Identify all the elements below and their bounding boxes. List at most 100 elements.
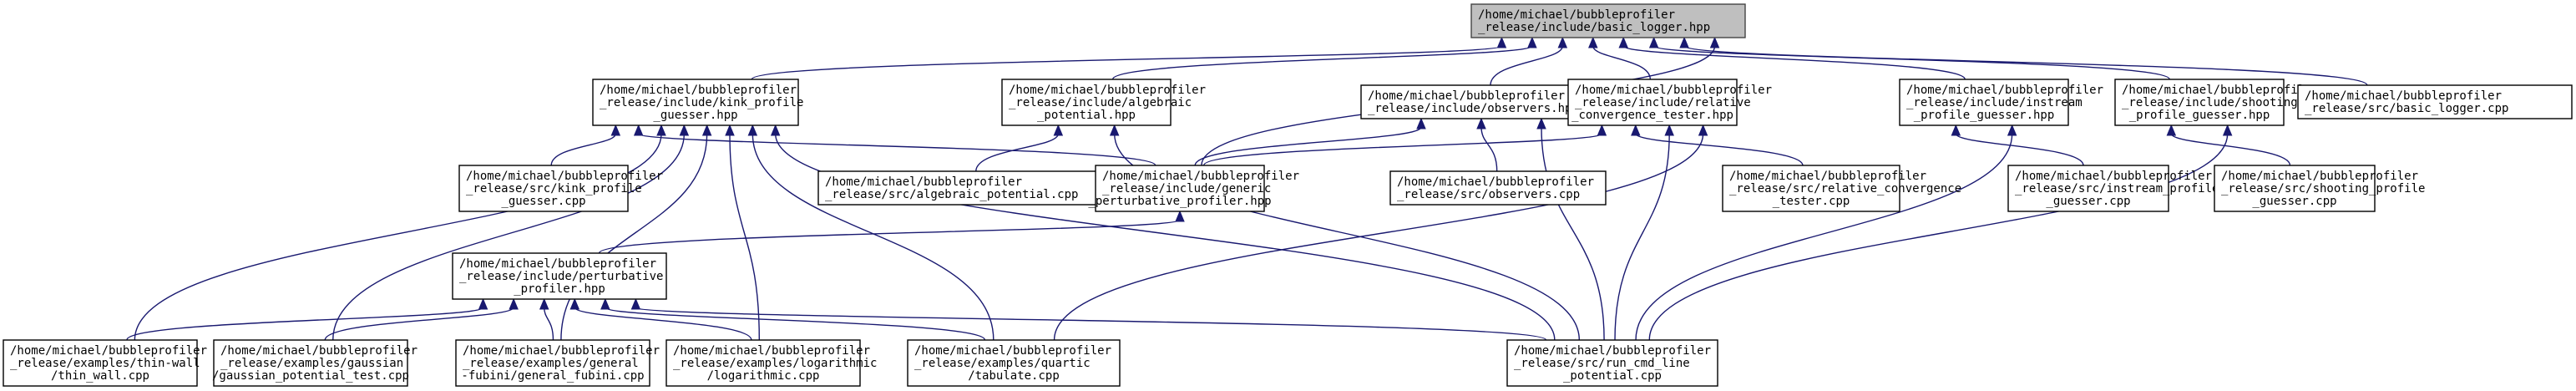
node-label-line: _release/include/instream	[1906, 96, 2083, 109]
edge-line	[1592, 45, 1652, 80]
node-label-line: _profiler.hpp	[514, 282, 605, 296]
edge-line	[1053, 133, 1704, 341]
node-label-line: /home/michael/bubbleprofiler	[463, 344, 660, 358]
graph-node-perturbative-hpp[interactable]: /home/michael/bubbleprofiler_release/inc…	[452, 252, 667, 300]
arrowhead-icon	[1175, 210, 1185, 222]
arrowhead-icon	[1631, 124, 1641, 136]
node-label-line: _release/include/perturbative	[459, 270, 663, 283]
graph-node-relconv-cpp[interactable]: /home/michael/bubbleprofiler_release/src…	[1722, 165, 1961, 212]
arrowhead-icon	[600, 297, 610, 310]
node-label-line: /thin_wall.cpp	[51, 369, 149, 383]
node-label-line: _tester.cpp	[1773, 195, 1850, 208]
edge-line	[550, 133, 617, 166]
graph-node-algebraic-cpp[interactable]: /home/michael/bubbleprofiler_release/src…	[817, 170, 1113, 206]
graph-node-logarithmic-cpp[interactable]: /home/michael/bubbleprofiler_release/exa…	[666, 339, 877, 387]
graph-node-observers-cpp[interactable]: /home/michael/bubbleprofiler_release/src…	[1389, 170, 1607, 206]
graph-node-shooting-hpp[interactable]: /home/michael/bubbleprofiler_release/inc…	[2114, 79, 2319, 126]
node-label-line: _release/include/generic	[1102, 182, 1271, 196]
edge-shooting-hpp-to-basic-logger-hpp	[1648, 36, 2170, 80]
graph-node-basic-logger-cpp[interactable]: /home/michael/bubbleprofiler_release/src…	[2297, 84, 2573, 119]
node-label-line: _release/examples/logarithmic	[673, 357, 877, 370]
edge-tabulate-cpp-to-perturbative-hpp	[600, 297, 986, 341]
edge-logarithmic-cpp-to-kink-hpp	[725, 124, 761, 341]
node-box	[1001, 79, 1172, 126]
node-box	[458, 165, 629, 212]
node-box	[1722, 165, 1900, 212]
graph-node-instream-cpp[interactable]: /home/michael/bubbleprofiler_release/src…	[2007, 165, 2219, 212]
graph-node-run-cmd-cpp[interactable]: /home/michael/bubbleprofiler_release/src…	[1506, 339, 1718, 387]
edge-line	[1111, 45, 1533, 80]
edge-line	[598, 219, 1181, 254]
node-label-line: /home/michael/bubbleprofiler	[220, 344, 418, 358]
node-box	[2297, 84, 2573, 119]
node-label-line: /home/michael/bubbleprofiler	[600, 84, 797, 97]
node-label-line: _profile_guesser.hpp	[1914, 109, 2055, 122]
graph-node-observers-hpp[interactable]: /home/michael/bubbleprofiler_release/inc…	[1360, 84, 1602, 119]
arrowhead-icon	[539, 297, 549, 310]
edge-line	[574, 307, 752, 341]
graph-node-instream-hpp[interactable]: /home/michael/bubbleprofiler_release/inc…	[1899, 79, 2103, 126]
arrowhead-icon	[610, 124, 621, 136]
node-label-line: _release/src/algebraic_potential.cpp	[825, 188, 1078, 201]
graph-node-algebraic-hpp[interactable]: /home/michael/bubbleprofiler_release/inc…	[1001, 79, 1206, 126]
node-label-line: _release/src/shooting_profile	[2221, 182, 2425, 196]
edge-line	[1648, 133, 2229, 341]
node-label-line: /tabulate.cpp	[968, 369, 1060, 383]
node-box	[455, 339, 650, 387]
arrowhead-icon	[2007, 124, 2017, 136]
edge-shooting-cpp-to-shooting-hpp	[2166, 124, 2291, 166]
node-box	[2007, 165, 2169, 212]
node-label-line: /home/michael/bubbleprofiler	[1906, 84, 2103, 97]
node-box	[1095, 165, 1265, 212]
edge-kink-cpp-to-kink-hpp	[550, 124, 621, 166]
node-label-line: _release/examples/thin-wall	[10, 357, 200, 370]
edge-run-cmd-cpp-to-relconv-hpp	[1614, 124, 1674, 341]
edge-generic-hpp-to-observers-hpp	[1194, 117, 1426, 166]
arrowhead-icon	[630, 297, 641, 310]
edge-line	[544, 307, 554, 341]
arrowhead-icon	[1648, 36, 1659, 48]
node-label-line: _guesser.cpp	[501, 195, 585, 208]
node-label-line: _perturbative_profiler.hpp	[1088, 195, 1271, 208]
edge-tabulate-cpp-to-kink-hpp	[747, 124, 994, 341]
node-label-line: _release/src/relative_convergence	[1729, 182, 1961, 196]
graph-node-shooting-cpp[interactable]: /home/michael/bubbleprofiler_release/src…	[2214, 165, 2425, 212]
graph-node-kink-cpp[interactable]: /home/michael/bubbleprofiler_release/src…	[458, 165, 663, 212]
graph-node-kink-hpp[interactable]: /home/michael/bubbleprofiler_release/inc…	[592, 79, 803, 126]
graph-node-fubini-cpp[interactable]: /home/michael/bubbleprofiler_release/exa…	[455, 339, 660, 387]
node-box	[1899, 79, 2069, 126]
edge-line	[126, 307, 484, 341]
graph-node-gaussian-cpp[interactable]: /home/michael/bubbleprofiler_release/exa…	[212, 339, 418, 387]
graph-node-generic-hpp[interactable]: /home/michael/bubbleprofiler_release/inc…	[1088, 165, 1299, 212]
edge-line	[1480, 126, 1498, 172]
edge-line	[774, 133, 1556, 341]
node-label-line: _release/include/basic_logger.hpp	[1478, 21, 1710, 34]
graph-node-tabulate-cpp[interactable]: /home/michael/bubbleprofiler_release/exa…	[907, 339, 1121, 387]
edge-line	[1635, 133, 1804, 166]
graph-node-basic-logger-hpp[interactable]: /home/michael/bubbleprofiler_release/inc…	[1470, 3, 1746, 38]
node-label-line: -fubini/general_fubini.cpp	[461, 369, 644, 383]
edge-line	[560, 133, 708, 341]
node-box	[1389, 170, 1607, 206]
arrowhead-icon	[1588, 36, 1598, 48]
edge-fubini-cpp-to-perturbative-hpp	[539, 297, 554, 341]
edge-line	[635, 307, 1547, 341]
node-label-line: /home/michael/bubbleprofiler	[1102, 170, 1299, 183]
edge-line	[1614, 133, 1670, 341]
node-label-line: /home/michael/bubbleprofiler	[1514, 344, 1711, 358]
node-label-line: _release/include/algebraic	[1009, 96, 1192, 109]
edge-generic-hpp-to-kink-hpp	[633, 124, 1156, 166]
node-label-line: _potential.cpp	[1563, 369, 1662, 383]
arrowhead-icon	[725, 124, 735, 136]
arrowhead-icon	[679, 124, 690, 136]
node-box	[592, 79, 799, 126]
graph-node-relconv-hpp[interactable]: /home/michael/bubbleprofiler_release/inc…	[1567, 79, 1772, 126]
node-label-line: _release/src/observers.cpp	[1397, 188, 1580, 201]
arrowhead-icon	[770, 124, 781, 136]
node-label-line: /home/michael/bubbleprofiler	[673, 344, 870, 358]
node-label-line: /home/michael/bubbleprofiler	[10, 344, 207, 358]
graph-node-thin-wall-cpp[interactable]: /home/michael/bubbleprofiler_release/exa…	[3, 339, 207, 387]
edges-layer	[126, 36, 2368, 341]
arrowhead-icon	[1416, 117, 1426, 129]
node-label-line: /home/michael/bubbleprofiler	[466, 170, 663, 183]
